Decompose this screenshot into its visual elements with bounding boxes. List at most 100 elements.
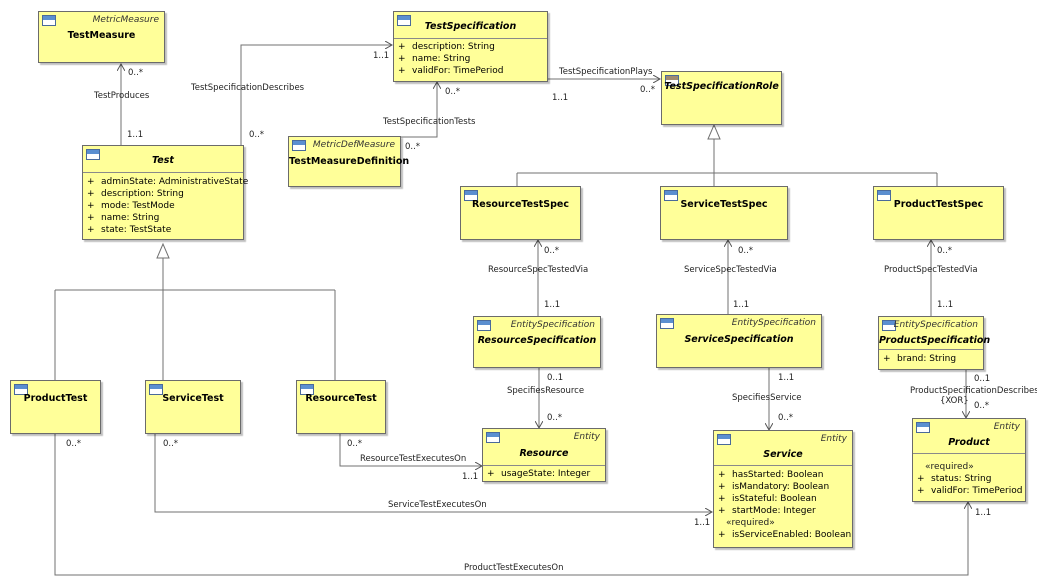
class-product-test[interactable]: ProductTest	[10, 380, 101, 434]
multiplicity: 0..*	[445, 87, 461, 97]
class-service[interactable]: Entity Service +hasStarted: Boolean +isM…	[713, 430, 853, 548]
stereotype: MetricDefMeasure	[312, 140, 395, 150]
multiplicity: 0..*	[640, 85, 656, 95]
compartment-divider	[714, 465, 852, 466]
attribute-list: +usageState: Integer	[487, 468, 603, 480]
class-name: Product	[948, 437, 990, 448]
class-icon	[882, 320, 896, 331]
multiplicity: 1..1	[373, 51, 390, 61]
class-test[interactable]: Test +adminState: AdministrativeState +d…	[82, 145, 248, 240]
stereotype: Entity	[573, 432, 600, 442]
compartment-divider	[913, 453, 1025, 454]
multiplicity: 0..*	[347, 439, 363, 449]
multiplicity: 1..1	[544, 300, 561, 310]
multiplicity: 1..1	[462, 472, 479, 482]
multiplicity: 1..1	[694, 518, 711, 528]
class-name: Service	[763, 449, 803, 460]
class-icon	[665, 75, 679, 86]
class-name: TestMeasure	[67, 30, 136, 41]
attribute-list: +adminState: AdministrativeState +descri…	[87, 176, 248, 236]
class-icon	[292, 140, 306, 151]
multiplicity: 0..*	[544, 246, 560, 256]
class-test-measure-definition[interactable]: MetricDefMeasure TestMeasureDefinition	[288, 136, 410, 187]
class-name: Test	[152, 155, 174, 166]
class-name: ResourceSpecification	[477, 335, 597, 346]
attribute: +description: String	[87, 189, 184, 199]
class-icon	[86, 149, 100, 160]
multiplicity: 1..1	[937, 300, 954, 310]
stereotype: EntitySpecification	[510, 320, 595, 330]
class-test-specification-role[interactable]: TestSpecificationRole	[661, 71, 782, 125]
attribute: +startMode: Integer	[718, 506, 816, 516]
association-name: ServiceTestExecutesOn	[388, 500, 487, 510]
multiplicity: 0..*	[405, 142, 421, 152]
class-product-test-spec[interactable]: ProductTestSpec	[873, 186, 1004, 240]
class-icon	[477, 320, 491, 331]
multiplicity: 0..1	[547, 373, 564, 383]
attribute: +isServiceEnabled: Boolean	[718, 530, 852, 540]
stereotype: EntitySpecification	[731, 318, 816, 328]
class-service-test[interactable]: ServiceTest	[145, 380, 241, 434]
class-test-measure[interactable]: MetricMeasure TestMeasure	[38, 11, 165, 63]
role-generalization-edge	[516, 139, 938, 186]
class-icon	[877, 190, 891, 201]
attribute: +name: String	[398, 54, 471, 64]
attribute: +isMandatory: Boolean	[718, 482, 830, 492]
class-product-specification[interactable]: EntitySpecification ProductSpecification…	[878, 316, 991, 370]
class-icon	[464, 190, 478, 201]
multiplicity: 0..*	[778, 413, 794, 423]
class-name: ResourceTest	[305, 393, 377, 404]
association-name: TestSpecificationTests	[383, 117, 476, 127]
attribute: +validFor: TimePeriod	[917, 486, 1023, 496]
test-specification-describes-edge	[240, 45, 392, 145]
class-name: ProductTestSpec	[893, 199, 984, 210]
association-name: SpecifiesService	[732, 393, 802, 403]
attribute: +brand: String	[883, 354, 957, 364]
attribute-list: +brand: String	[883, 353, 981, 365]
resource-test-executes-on-edge	[339, 434, 482, 466]
class-name: TestMeasureDefinition	[289, 156, 410, 167]
class-name: ProductTest	[23, 393, 88, 404]
class-name: ServiceTestSpec	[680, 199, 768, 210]
association-name: TestProduces	[94, 91, 150, 101]
class-service-test-spec[interactable]: ServiceTestSpec	[660, 186, 788, 240]
attribute-list: +description: String +name: String +vali…	[398, 41, 545, 77]
test-specification-tests-edge	[401, 82, 437, 138]
class-icon	[149, 384, 163, 395]
class-name: ServiceSpecification	[684, 334, 794, 345]
class-icon	[14, 384, 28, 395]
class-resource[interactable]: Entity Resource +usageState: Integer	[482, 428, 606, 482]
attribute: +hasStarted: Boolean	[718, 470, 824, 480]
class-icon	[660, 318, 674, 329]
class-name: Resource	[519, 448, 569, 459]
attribute-list: «required» +status: String +validFor: Ti…	[917, 461, 1023, 497]
test-generalization-edge	[54, 258, 336, 380]
class-name: TestSpecificationRole	[664, 81, 779, 92]
role-generalization-triangle	[707, 123, 721, 140]
attribute: +mode: TestMode	[87, 201, 175, 211]
class-resource-specification[interactable]: EntitySpecification ResourceSpecificatio…	[473, 316, 601, 368]
association-name: ServiceSpecTestedVia	[684, 265, 777, 275]
association-name: ProductSpecTestedVia	[884, 265, 978, 275]
class-icon	[486, 432, 500, 443]
class-name: ProductSpecification	[879, 335, 991, 346]
class-name: TestSpecification	[424, 21, 517, 32]
class-icon	[916, 422, 930, 433]
class-name: ServiceTest	[162, 393, 224, 404]
class-resource-test[interactable]: ResourceTest	[296, 380, 386, 434]
multiplicity: 1..1	[552, 93, 569, 103]
multiplicity: 0..*	[66, 439, 82, 449]
class-product[interactable]: Entity Product «required» +status: Strin…	[912, 418, 1026, 502]
class-icon	[397, 15, 411, 26]
compartment-divider	[394, 38, 547, 39]
class-test-specification[interactable]: TestSpecification +description: String +…	[393, 11, 548, 82]
class-service-specification[interactable]: EntitySpecification ServiceSpecification	[656, 314, 822, 368]
stereotype: Entity	[820, 434, 847, 444]
association-name: TestSpecificationDescribes	[191, 83, 305, 93]
multiplicity: 0..*	[937, 246, 953, 256]
association-name: TestSpecificationPlays	[559, 67, 653, 77]
class-resource-test-spec[interactable]: ResourceTestSpec	[460, 186, 581, 240]
required-stereotype: «required»	[925, 462, 974, 472]
